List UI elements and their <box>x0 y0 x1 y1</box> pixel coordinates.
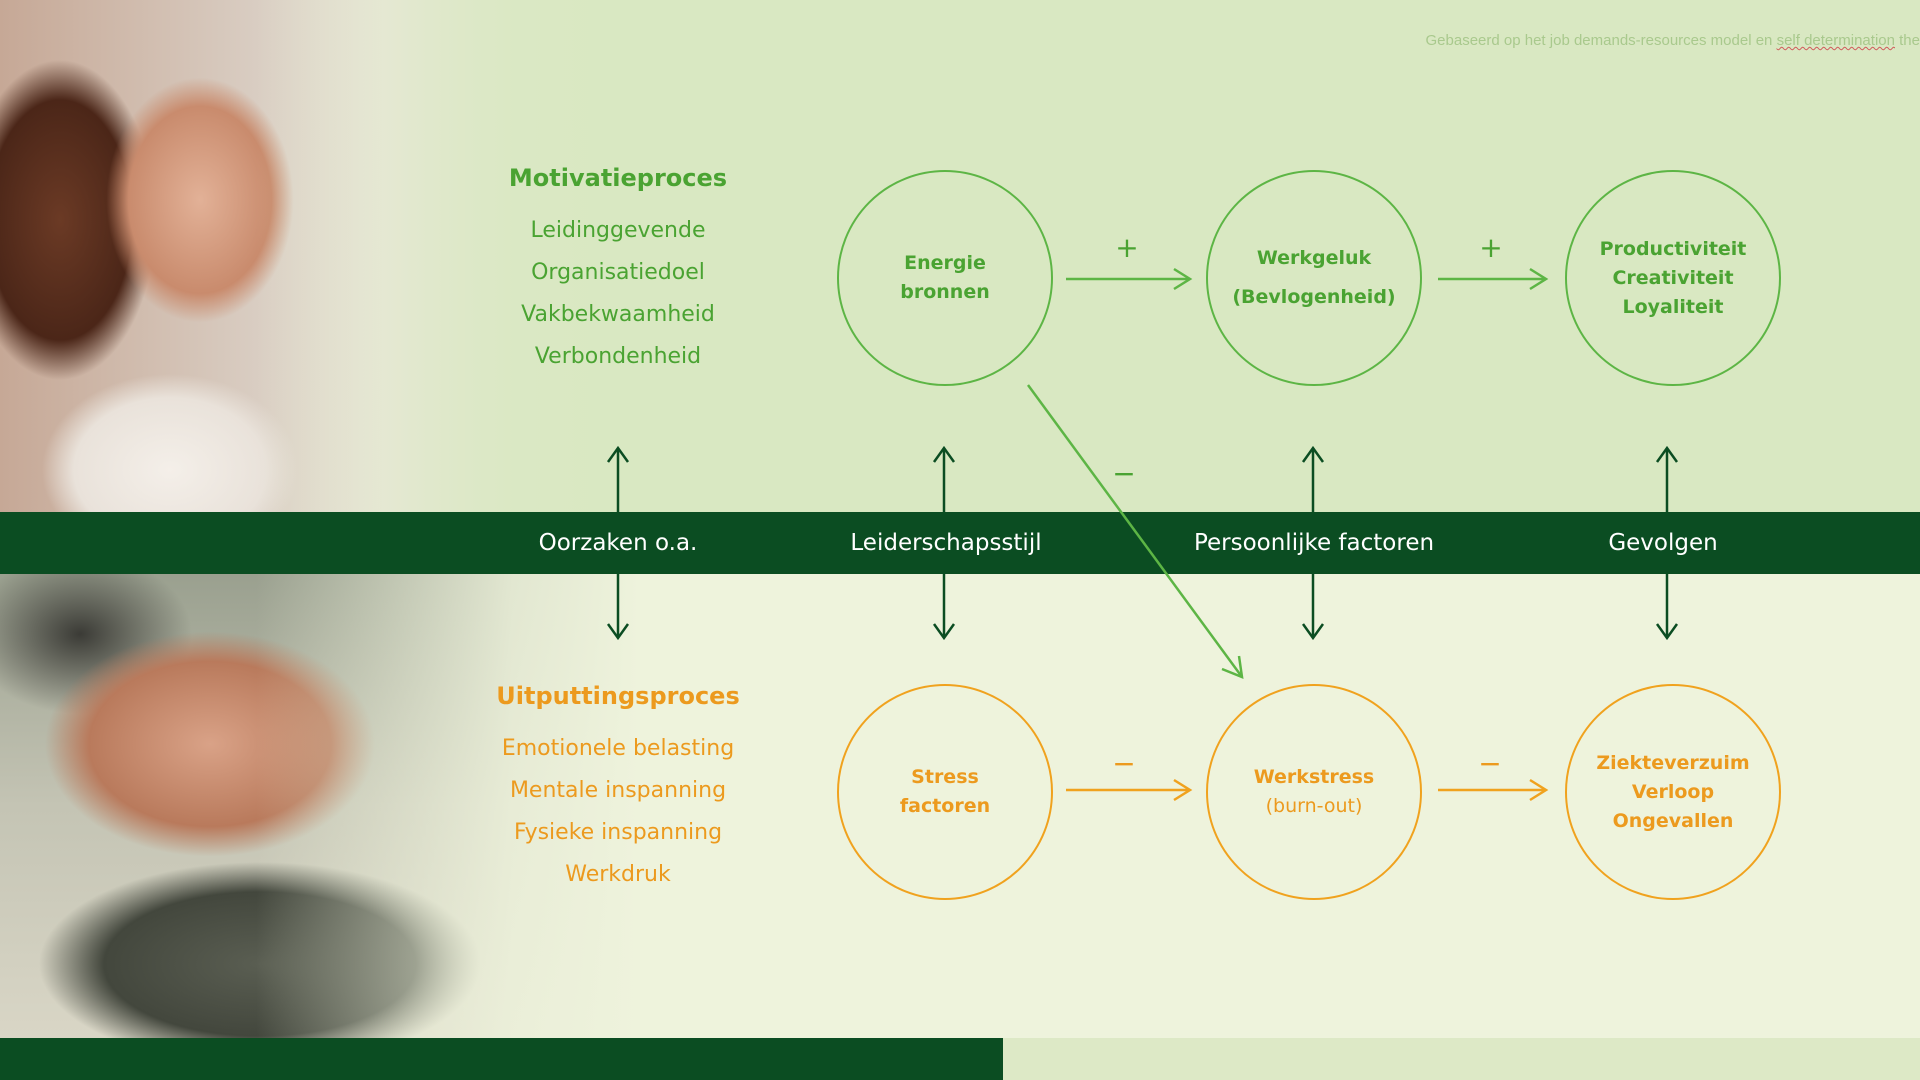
footer-bar-dark <box>0 1038 1003 1080</box>
arrow-down-causes <box>606 574 630 641</box>
photo-tired-man <box>0 574 640 1038</box>
arrow-up-leadership <box>932 445 956 512</box>
circle-text: Ongevallen <box>1612 809 1734 832</box>
exhaustion-item: Mentale inspanning <box>509 778 727 803</box>
center-band <box>0 512 1920 574</box>
arrow-up-personal <box>1301 445 1325 512</box>
circle-text: Loyaliteit <box>1622 295 1724 318</box>
arrow-workstress-to-absence <box>1438 778 1549 802</box>
circle-text: Werkstress <box>1253 766 1375 788</box>
band-label-personal: Persoonlijke factoren <box>1193 530 1435 556</box>
source-note: Gebaseerd op het job demands-resources m… <box>1426 32 1920 49</box>
circle-text: factoren <box>899 795 991 817</box>
minus-sign: − <box>1112 747 1136 780</box>
exhaustion-item: Fysieke inspanning <box>513 820 723 845</box>
band-label-consequences: Gevolgen <box>1608 530 1718 556</box>
plus-sign: + <box>1479 231 1503 264</box>
minus-sign: − <box>1478 747 1502 780</box>
exhaustion-item: Emotionele belasting <box>501 736 735 761</box>
minus-sign: − <box>1112 457 1136 490</box>
circle-productivity: Productiviteit Creativiteit Loyaliteit <box>1565 170 1781 386</box>
motivation-item: Organisatiedoel <box>531 260 705 285</box>
photo-woman-with-headphones <box>0 0 640 512</box>
arrow-stress-to-workstress <box>1066 778 1193 802</box>
arrow-down-leadership <box>932 574 956 641</box>
circle-text: Werkgeluk <box>1256 247 1372 269</box>
motivation-item: Leidinggevende <box>530 218 706 243</box>
arrow-energy-to-workstress <box>1026 384 1244 679</box>
source-note-tail: the <box>1894 32 1920 49</box>
exhaustion-title: Uitputtingsproces <box>496 682 740 710</box>
circle-stress-factors: Stress factoren <box>837 684 1053 900</box>
arrow-down-consequences <box>1655 574 1679 641</box>
source-note-marked: self determination <box>1776 32 1895 49</box>
circle-text: Creativiteit <box>1612 266 1734 289</box>
circle-text: (burn-out) <box>1265 795 1363 817</box>
circle-work-stress: Werkstress (burn-out) <box>1206 684 1422 900</box>
arrow-energy-to-happiness <box>1066 267 1193 291</box>
circle-text: Stress <box>911 766 979 788</box>
arrow-down-personal <box>1301 574 1325 641</box>
circle-text: bronnen <box>900 281 990 303</box>
exhaustion-list: Uitputtingsproces Emotionele belasting M… <box>478 682 758 896</box>
footer-bar-light <box>1003 1038 1920 1080</box>
motivation-title: Motivatieproces <box>508 164 728 192</box>
band-label-causes: Oorzaken o.a. <box>538 530 698 556</box>
circle-absence: Ziekteverzuim Verloop Ongevallen <box>1565 684 1781 900</box>
circle-text: Ziekteverzuim <box>1596 751 1750 774</box>
circle-text: Verloop <box>1631 780 1715 803</box>
motivation-list: Motivatieproces Leidinggevende Organisat… <box>488 164 748 378</box>
circle-work-happiness: Werkgeluk (Bevlogenheid) <box>1206 170 1422 386</box>
circle-text: (Bevlogenheid) <box>1232 286 1396 308</box>
source-note-text: Gebaseerd op het job demands-resources m… <box>1425 32 1777 49</box>
motivation-item: Verbondenheid <box>534 344 702 369</box>
circle-text: Energie <box>904 252 986 274</box>
band-label-leadership: Leiderschapsstijl <box>850 530 1042 556</box>
arrow-up-causes <box>606 445 630 512</box>
arrow-up-consequences <box>1655 445 1679 512</box>
circle-energy-sources: Energie bronnen <box>837 170 1053 386</box>
arrow-happiness-to-productivity <box>1438 267 1549 291</box>
motivation-item: Vakbekwaamheid <box>521 302 715 327</box>
plus-sign: + <box>1115 231 1139 264</box>
exhaustion-item: Werkdruk <box>565 862 671 887</box>
circle-text: Productiviteit <box>1599 237 1747 260</box>
